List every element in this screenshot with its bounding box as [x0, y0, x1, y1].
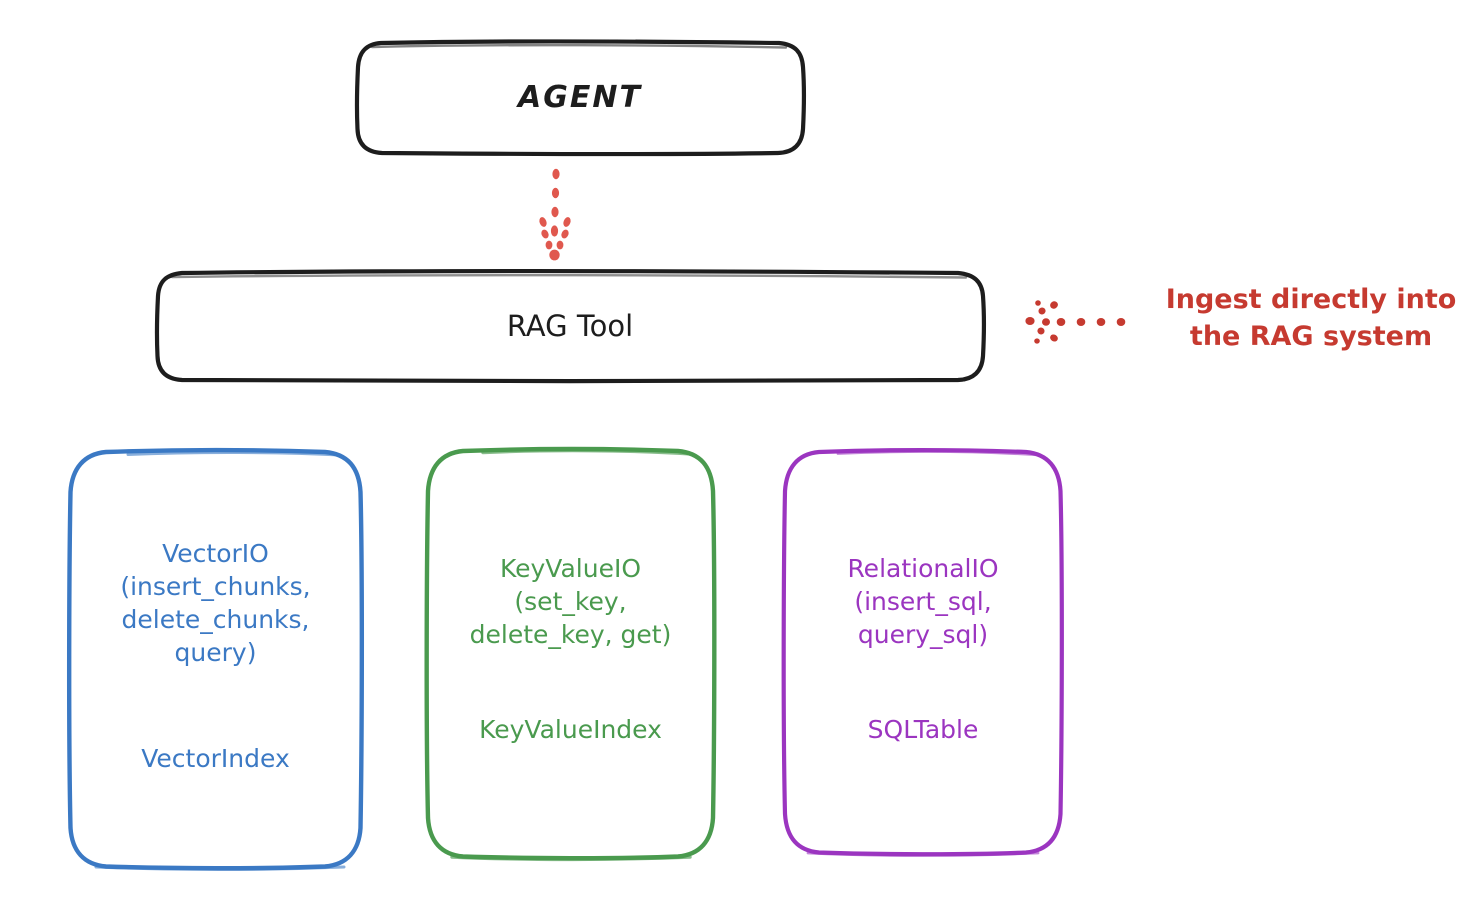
agent-box-outline [354, 39, 807, 157]
vector-io-node[interactable] [66, 447, 365, 871]
relational-io-index-label: SQLTable [867, 715, 979, 744]
agent-box-outline-overstroke [370, 43, 788, 49]
key-value-io-box-overstroke-top [481, 448, 694, 456]
rag-tool-box-outline-overstroke [170, 273, 968, 279]
relational-io-api-label: RelationalIO (insert_sql, query_sql) [847, 554, 999, 649]
rag-tool-box-outline [154, 269, 987, 384]
ingest-to-rag-tool-arrow [1025, 300, 1126, 344]
vector-io-index-label: VectorIndex [141, 744, 290, 773]
ingest-annotation-label: Ingest directly into the RAG system [1165, 284, 1457, 353]
key-value-io-box-outline [424, 446, 717, 861]
key-value-io-api-label: KeyValueIO (set_key, delete_key, get) [469, 554, 672, 649]
agent-label: AGENT [518, 80, 642, 115]
rag-tool-label: RAG Tool [506, 309, 634, 343]
vector-io-api-label: VectorIO (insert_chunks, delete_chunks, … [120, 539, 311, 667]
relational-io-box-overstroke-top [836, 450, 1042, 457]
agent-to-rag-tool-arrow [539, 168, 571, 261]
vector-io-box-overstroke-bottom [94, 865, 346, 871]
rag-tool-node[interactable] [154, 269, 987, 384]
key-value-io-node[interactable] [424, 446, 717, 862]
key-value-io-index-label: KeyValueIndex [479, 715, 662, 744]
relational-io-box-outline [781, 448, 1064, 857]
relational-io-box-overstroke-bottom [806, 851, 1040, 857]
relational-io-node[interactable] [781, 448, 1064, 857]
key-value-io-box-overstroke-bottom [450, 855, 692, 862]
vector-io-box-overstroke-top [126, 450, 342, 457]
agent-node[interactable] [354, 39, 807, 157]
